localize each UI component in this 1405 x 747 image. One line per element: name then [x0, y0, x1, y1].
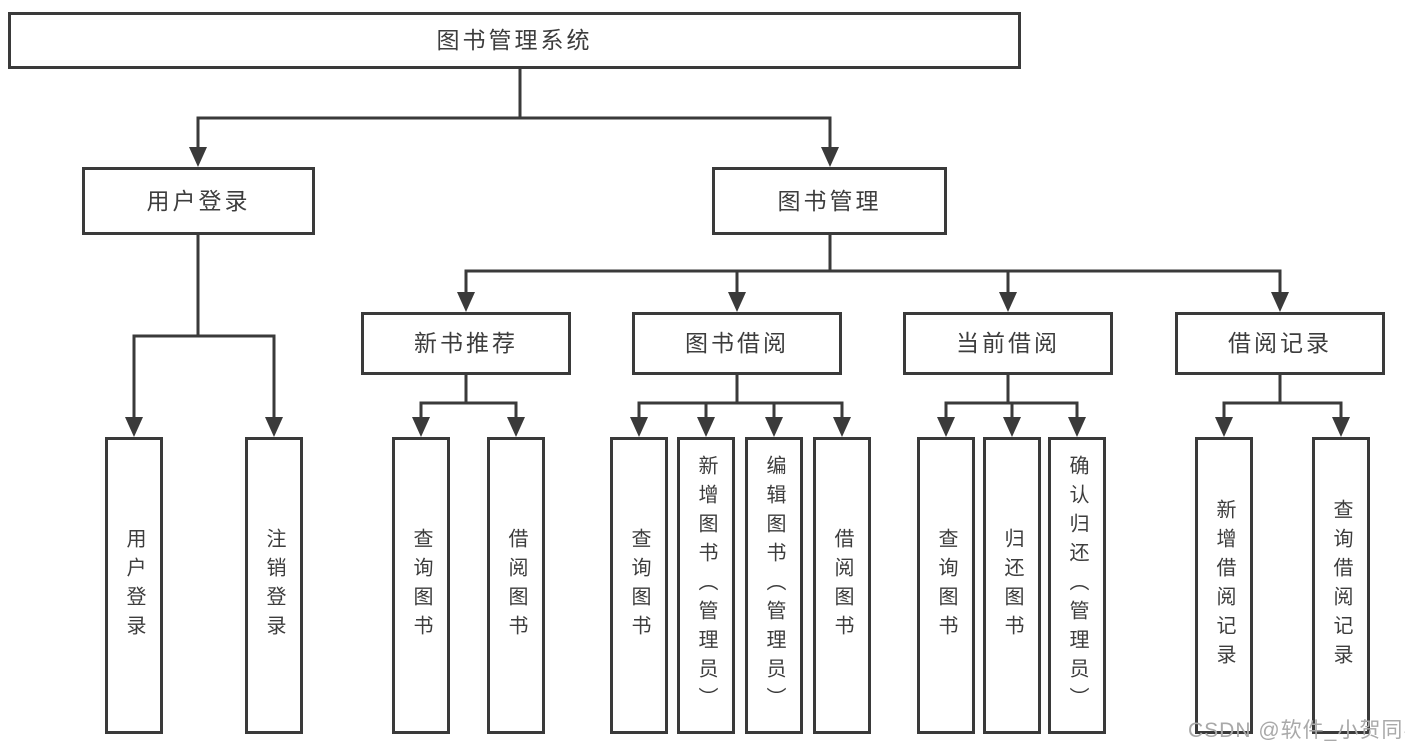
node-label: 图书管理系统 [436, 27, 593, 53]
node-label: 新书推荐 [414, 330, 518, 356]
leaf-query-borrow-record: 查询借阅记录 [1312, 437, 1370, 734]
leaf-user-login: 用户登录 [105, 437, 163, 734]
node-label: 新增图书（管理员） [695, 455, 717, 716]
node-book-borrowing: 图书借阅 [632, 312, 842, 375]
leaf-query-books-recommend: 查询图书 [392, 437, 450, 734]
node-label: 新增借阅记录 [1213, 498, 1235, 673]
node-new-book-recommend: 新书推荐 [361, 312, 571, 375]
node-current-borrowing: 当前借阅 [903, 312, 1113, 375]
node-label: 查询图书 [628, 527, 650, 644]
node-book-management: 图书管理 [712, 167, 947, 235]
node-label: 借阅图书 [831, 527, 853, 644]
node-label: 查询借阅记录 [1330, 498, 1352, 673]
node-user-login: 用户登录 [82, 167, 315, 235]
csdn-watermark: CSDN @软件_小贺同学 [1188, 719, 1405, 742]
leaf-query-books-borrow: 查询图书 [610, 437, 668, 734]
leaf-add-book-admin: 新增图书（管理员） [677, 437, 735, 734]
node-label: 编辑图书（管理员） [763, 455, 785, 716]
node-label: 借阅图书 [505, 527, 527, 644]
node-label: 图书借阅 [685, 330, 789, 356]
node-label: 当前借阅 [956, 330, 1060, 356]
leaf-add-borrow-record: 新增借阅记录 [1195, 437, 1253, 734]
leaf-query-books-current: 查询图书 [917, 437, 975, 734]
node-label: 用户登录 [123, 527, 145, 644]
leaf-confirm-return-admin: 确认归还（管理员） [1048, 437, 1106, 734]
leaf-return-book: 归还图书 [983, 437, 1041, 734]
leaf-edit-book-admin: 编辑图书（管理员） [745, 437, 803, 734]
node-root: 图书管理系统 [8, 12, 1021, 69]
node-label: 查询图书 [410, 527, 432, 644]
leaf-borrow-books: 借阅图书 [813, 437, 871, 734]
node-label: 借阅记录 [1228, 330, 1332, 356]
node-borrowing-records: 借阅记录 [1175, 312, 1385, 375]
leaf-logout: 注销登录 [245, 437, 303, 734]
node-label: 归还图书 [1001, 527, 1023, 644]
node-label: 用户登录 [146, 187, 251, 214]
node-label: 确认归还（管理员） [1066, 455, 1088, 716]
node-label: 查询图书 [935, 527, 957, 644]
leaf-borrow-books-recommend: 借阅图书 [487, 437, 545, 734]
node-label: 图书管理 [777, 187, 882, 214]
node-label: 注销登录 [263, 527, 285, 644]
arrowheads [125, 147, 1350, 437]
